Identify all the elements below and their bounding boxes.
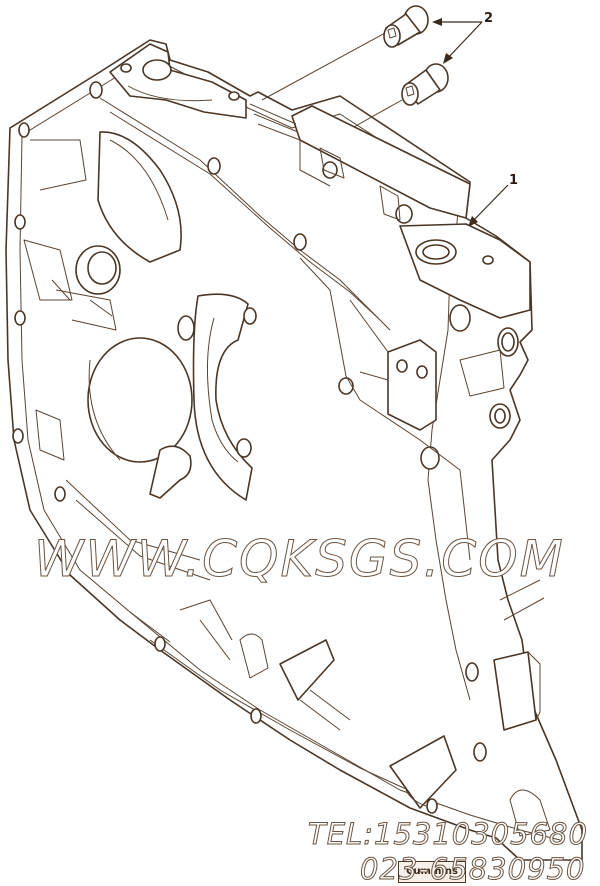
dowel-pin-lower: [351, 63, 449, 129]
callout-2-label: 2: [484, 11, 494, 26]
gasket-flange: [89, 81, 471, 561]
lower-ribs: [154, 599, 457, 814]
callout-1-label: 1: [509, 173, 519, 188]
mounting-bracket: [349, 299, 511, 470]
housing-body: [5, 39, 583, 861]
lower-left-bore: [12, 337, 211, 581]
upper-left-bore: [14, 122, 182, 331]
right-lower-boss: [465, 579, 551, 837]
top-boss: [109, 43, 247, 119]
crescent-bore: [177, 293, 257, 501]
oil-port-boss: [399, 223, 531, 357]
callout-2-leaders: [432, 18, 483, 64]
callout-1-leader: [468, 184, 509, 227]
top-rib-block: [249, 103, 471, 224]
watermark-phone: 023-65830950: [359, 852, 586, 886]
watermark-url: WWW.CQKSGS.COM: [34, 530, 565, 589]
cummins-nameplate: Cummins: [398, 861, 466, 883]
watermark-tel: TEL:15310305680: [308, 817, 588, 852]
dowel-pin-upper: [261, 5, 429, 101]
